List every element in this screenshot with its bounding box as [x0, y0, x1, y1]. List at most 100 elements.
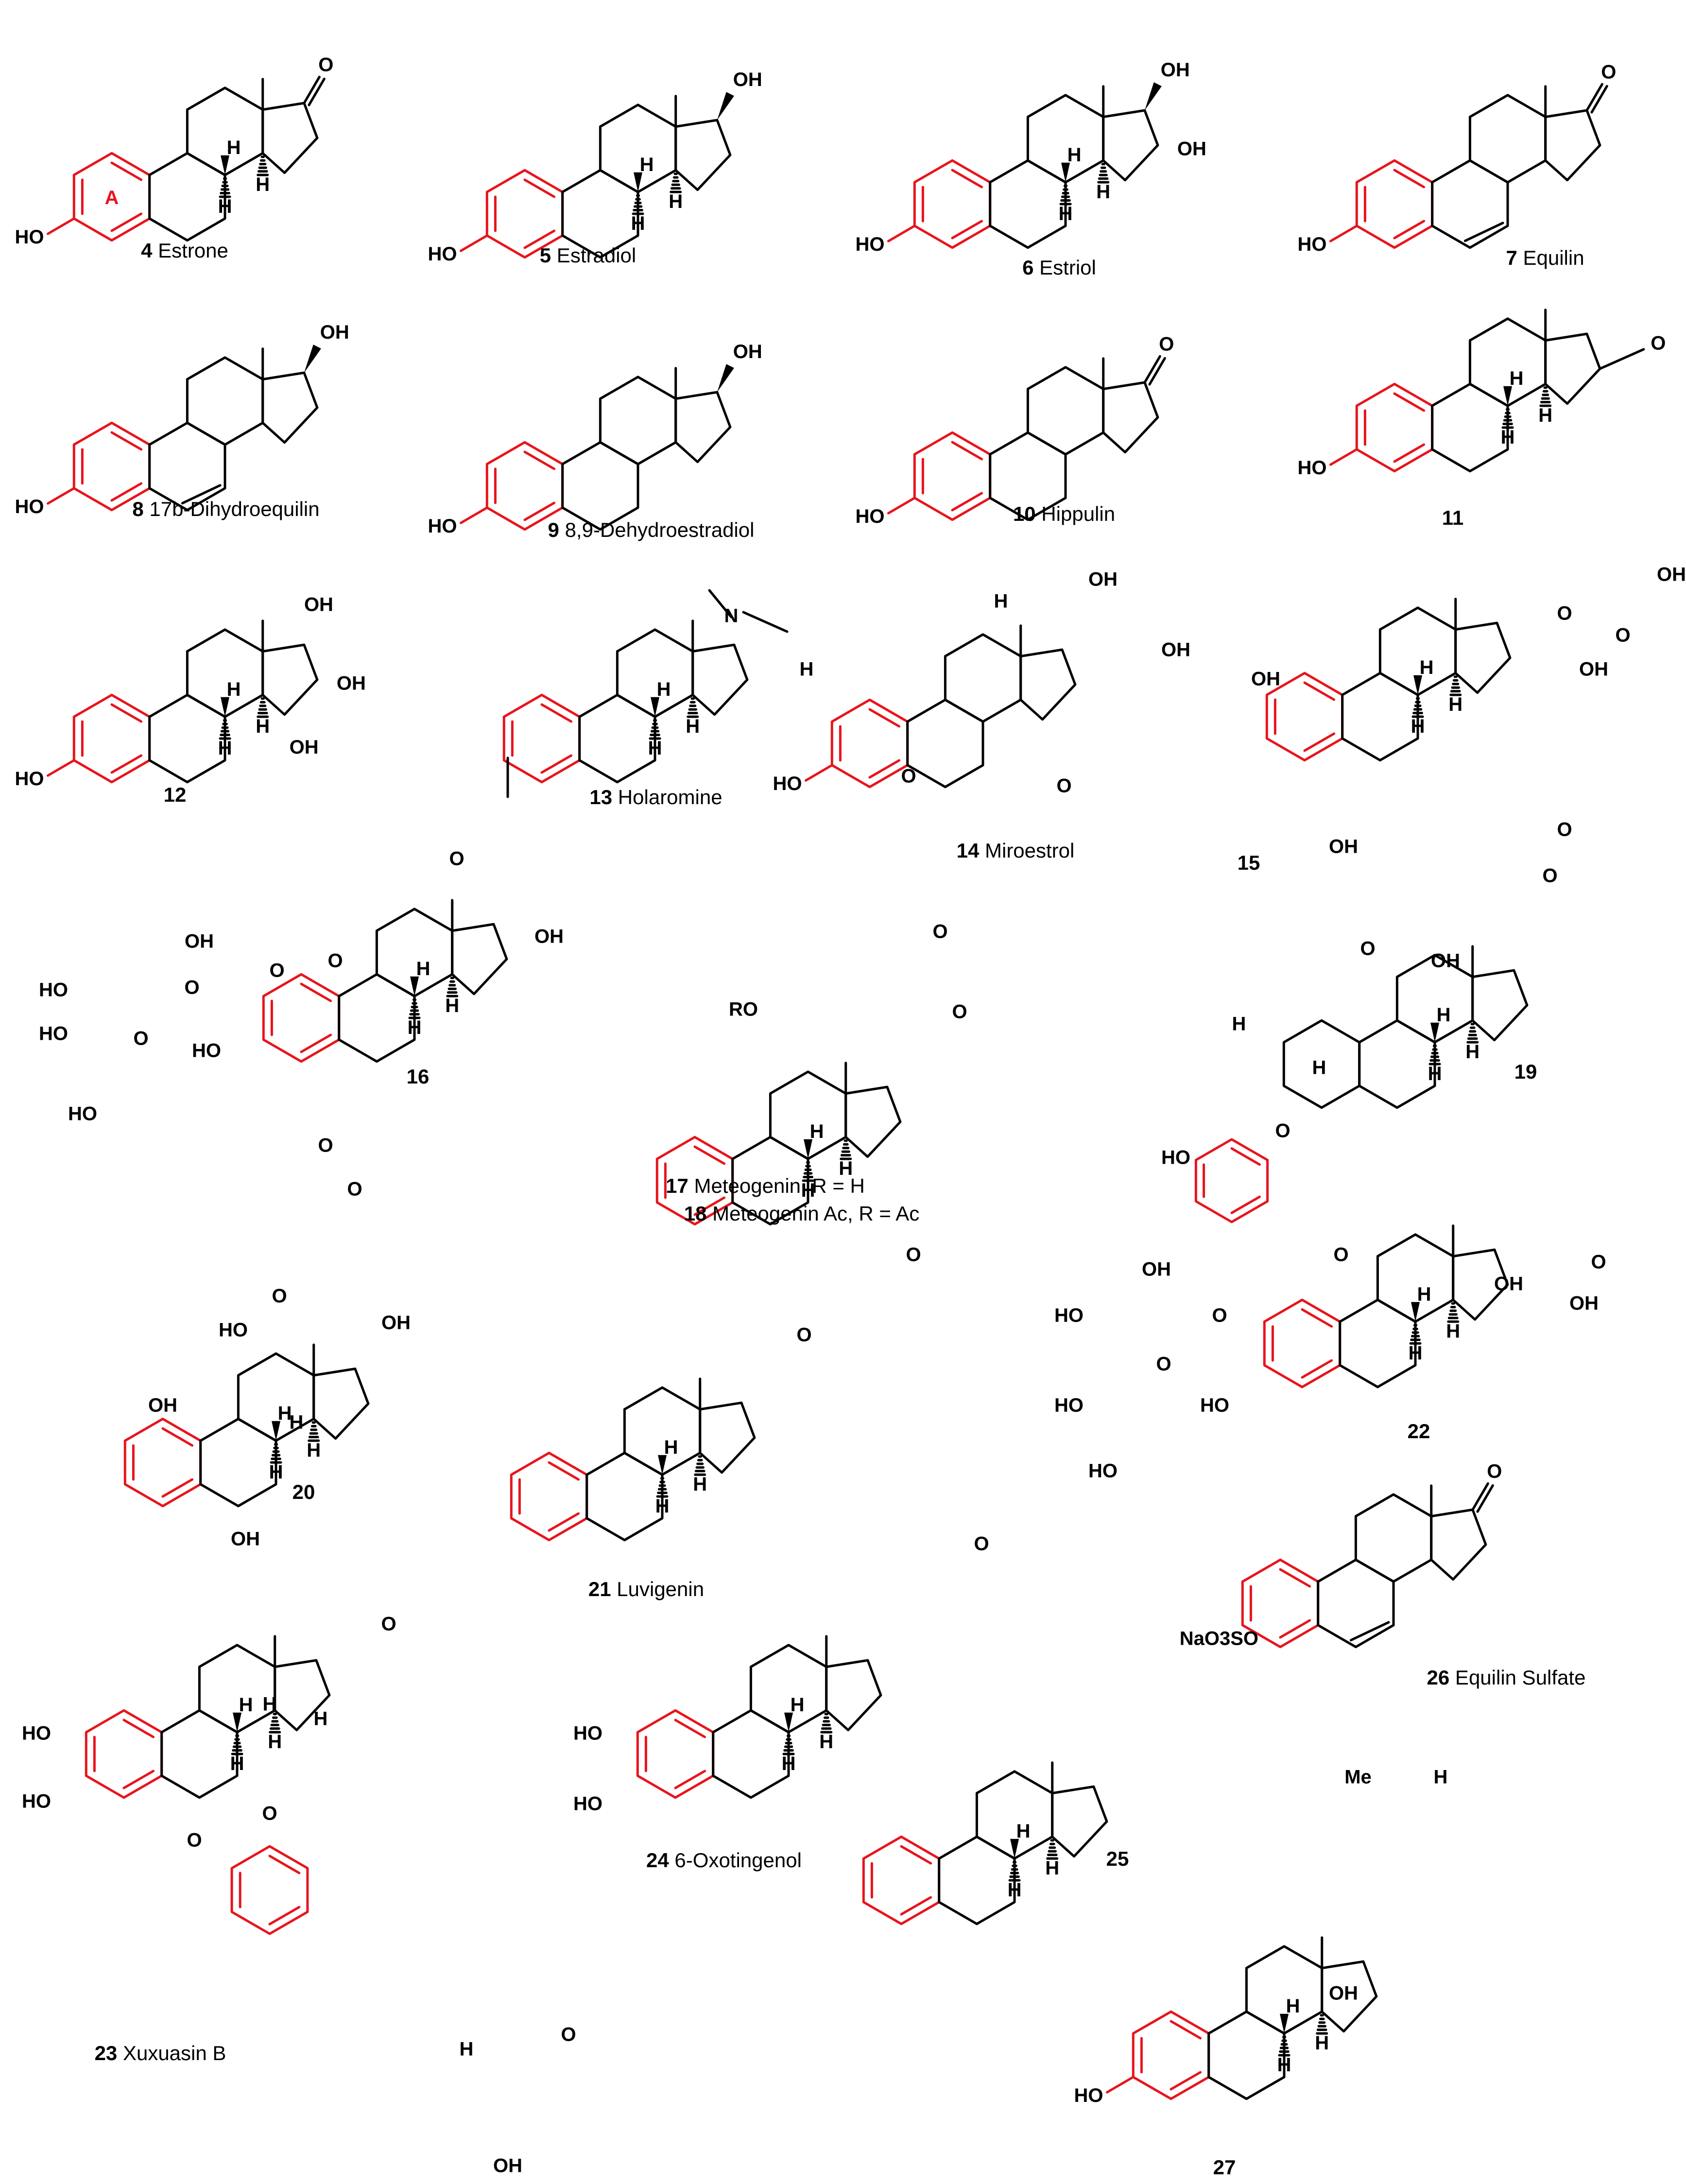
- h-label: H: [669, 191, 683, 212]
- structure-c25: [862, 1761, 1108, 1926]
- structure-c15: [1265, 598, 1512, 762]
- caption-c23: 23 Xuxuasin B: [95, 2042, 226, 2064]
- ho-label: HO: [39, 980, 68, 1001]
- compound-number-c9: 9: [548, 518, 559, 541]
- structure-c6: [887, 82, 1162, 249]
- compound-name-c26: Equilin Sulfate: [1449, 1666, 1585, 1689]
- oh-label: OH: [1579, 659, 1608, 680]
- compound-number-c8: 8: [132, 498, 143, 520]
- oxygen-label: O: [318, 1135, 333, 1156]
- structure-c7: [1329, 83, 1608, 249]
- h-label: H: [1067, 144, 1082, 166]
- oh-label: OH: [1177, 138, 1206, 159]
- bond-layer: [46, 75, 1645, 2100]
- compound-number-c18: 18: [684, 1202, 707, 1225]
- oxygen-label: O: [133, 1028, 148, 1049]
- ho-label: HO: [1074, 2085, 1103, 2106]
- h-label: H: [256, 174, 270, 195]
- caption-c17: 17 Meteogenin, R = H: [666, 1174, 865, 1197]
- structure-c4: [46, 75, 326, 242]
- structure-c10: [887, 355, 1166, 521]
- h-label: H: [686, 716, 700, 737]
- h-label: H: [994, 591, 1008, 612]
- oh-label: OH: [1494, 1273, 1523, 1295]
- oxygen-label: O: [318, 54, 333, 75]
- h-label: H: [1428, 1063, 1442, 1084]
- caption-c25: 25: [1106, 1847, 1129, 1870]
- h-label: H: [290, 1412, 304, 1433]
- h-label: H: [1409, 1342, 1423, 1364]
- caption-c22: 22: [1408, 1420, 1430, 1443]
- ho-label: HO: [22, 1791, 51, 1812]
- caption-c14: 14 Miroestrol: [957, 839, 1075, 862]
- compound-name-c9: 8,9-Dehydroestradiol: [559, 518, 755, 541]
- caption-c9: 9 8,9-Dehydroestradiol: [548, 518, 755, 541]
- structure-c14: [804, 624, 1077, 789]
- oxygen-label: O: [1557, 603, 1572, 624]
- oxygen-label: O: [1542, 865, 1557, 887]
- h-label: H: [1016, 1821, 1031, 1842]
- oh-label: OH: [1431, 950, 1460, 972]
- h-label: H: [657, 679, 671, 700]
- caption-c24: 24 6-Oxotingenol: [646, 1849, 802, 1872]
- h-label: H: [218, 196, 232, 217]
- caption-c7: 7 Equilin: [1506, 246, 1584, 269]
- h-label: H: [664, 1437, 678, 1458]
- ho-label: HO: [15, 496, 44, 517]
- oxygen-label: O: [449, 848, 464, 870]
- h-label: H: [1448, 694, 1462, 715]
- h-label: H: [640, 154, 654, 175]
- caption-c20: 20: [292, 1480, 315, 1503]
- oxygen-label: O: [974, 1533, 989, 1555]
- oxygen-label: O: [796, 1324, 811, 1346]
- oxygen-label: O: [187, 1830, 202, 1851]
- oh-label: OH: [1657, 564, 1686, 585]
- ho-label: HO: [573, 1793, 602, 1815]
- h-label: H: [239, 1694, 253, 1716]
- caption-c27: 27: [1213, 2156, 1236, 2179]
- structure-c8: [46, 344, 321, 512]
- me-label: Me: [1344, 1767, 1372, 1788]
- h-label: H: [230, 1753, 244, 1774]
- structure-c22: [1263, 1224, 1509, 1389]
- caption-c6: 6 Estriol: [1022, 256, 1096, 279]
- h-label: H: [227, 679, 241, 700]
- oxygen-label: O: [327, 950, 343, 972]
- oh-label: OH: [1251, 669, 1280, 690]
- oxygen-label: O: [1615, 625, 1630, 646]
- caption-c12: 12: [164, 783, 187, 806]
- h-label: H: [278, 1403, 292, 1424]
- compound-number-c10: 10: [1013, 502, 1036, 525]
- caption-c5: 5 Estradiol: [540, 244, 636, 267]
- h-label: H: [1465, 1041, 1480, 1063]
- h-label: H: [1059, 203, 1073, 224]
- caption-c10: 10 Hippulin: [1013, 502, 1115, 525]
- h-label: H: [839, 1158, 853, 1179]
- h-label: H: [227, 137, 241, 158]
- h-label: H: [445, 995, 459, 1016]
- oh-label: OH: [733, 341, 762, 362]
- ho-label: HO: [15, 768, 44, 790]
- structure-c5: [459, 92, 734, 259]
- oxygen-label: O: [1651, 332, 1666, 354]
- oh-label: OH: [1569, 1293, 1599, 1314]
- oh-label: OH: [1142, 1259, 1171, 1280]
- h-label: H: [460, 2039, 474, 2060]
- h-label: H: [1538, 405, 1552, 426]
- oh-label: OH: [493, 2155, 522, 2177]
- ho-label: HO: [15, 226, 44, 248]
- h-label: H: [1446, 1321, 1460, 1342]
- caption-c19: 19: [1514, 1060, 1537, 1083]
- compound-name-c8: 17b-Dihydroequilin: [144, 498, 320, 520]
- h-label: H: [269, 1462, 283, 1483]
- compound-number-c19: 19: [1514, 1060, 1537, 1083]
- oh-label: OH: [320, 322, 349, 343]
- h-label: H: [791, 1694, 805, 1716]
- h-label: H: [1096, 181, 1110, 203]
- compound-name-c23: Xuxuasin B: [117, 2042, 226, 2064]
- oxygen-label: O: [184, 977, 199, 998]
- h-label: H: [1434, 1767, 1448, 1788]
- compound-name-c24: 6-Oxotingenol: [669, 1849, 802, 1872]
- oxygen-label: O: [1487, 1461, 1502, 1482]
